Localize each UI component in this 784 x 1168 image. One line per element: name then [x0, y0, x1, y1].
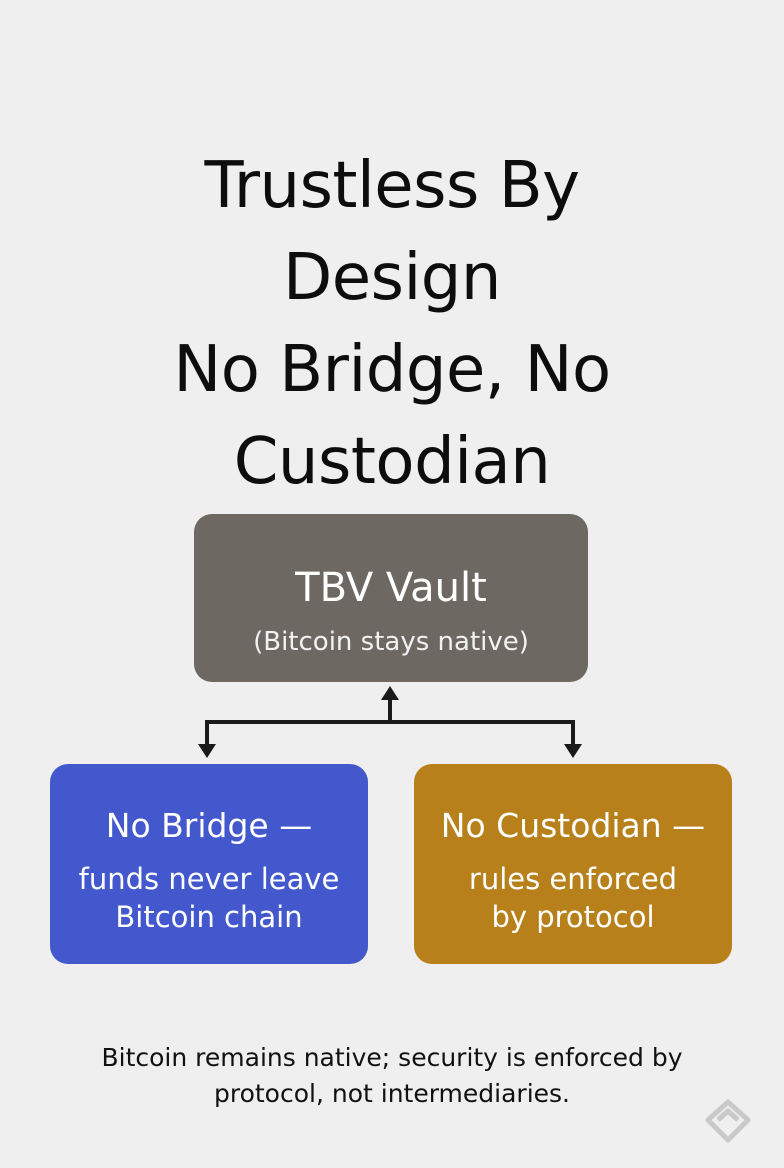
diamond-logo-icon: [705, 1099, 751, 1143]
footer-caption: Bitcoin remains native; security is enfo…: [40, 1040, 744, 1112]
title-line-3: No Bridge, No: [173, 333, 611, 407]
vault-name: TBV Vault: [295, 565, 487, 611]
title-line-1: Trustless By: [204, 149, 580, 223]
no-bridge-description: funds never leave Bitcoin chain: [50, 860, 368, 936]
no-custodian-card: No Custodian — rules enforced by protoco…: [414, 764, 732, 964]
page-title: Trustless By Design No Bridge, No Custod…: [60, 140, 724, 508]
no-bridge-heading: No Bridge —: [105, 806, 313, 845]
title-line-2: Design: [283, 241, 501, 315]
caption-line-2: protocol, not intermediaries.: [213, 1079, 571, 1108]
no-custodian-line-1: rules enforced: [468, 862, 678, 896]
vault-subtitle: (Bitcoin stays native): [253, 627, 529, 657]
connector-arrows: [198, 686, 582, 758]
no-bridge-card: No Bridge — funds never leave Bitcoin ch…: [50, 764, 368, 964]
no-bridge-line-2: Bitcoin chain: [115, 900, 303, 934]
arrow-up-to-vault: [381, 686, 399, 700]
caption-line-1: Bitcoin remains native; security is enfo…: [101, 1043, 683, 1072]
no-custodian-line-2: by protocol: [491, 900, 655, 934]
no-bridge-line-1: funds never leave: [78, 862, 340, 896]
arrow-down-to-bridge: [198, 744, 216, 758]
no-custodian-description: rules enforced by protocol: [414, 860, 732, 936]
title-line-4: Custodian: [233, 425, 551, 499]
arrow-down-to-custodian: [564, 744, 582, 758]
no-custodian-heading: No Custodian —: [440, 806, 706, 845]
tbv-vault-box: TBV Vault (Bitcoin stays native): [194, 514, 588, 682]
